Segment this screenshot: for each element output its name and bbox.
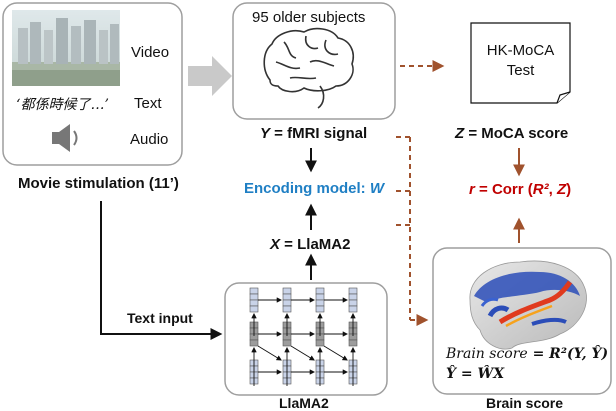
token-cell bbox=[348, 287, 358, 295]
correlation-label: r = Corr (R², Z) bbox=[469, 181, 572, 198]
token-cell bbox=[282, 293, 292, 301]
token-cell bbox=[249, 305, 259, 313]
moca-box-line1: HK-MoCA bbox=[486, 42, 555, 59]
arrow-text-input bbox=[100, 201, 223, 340]
token-cell bbox=[315, 287, 325, 295]
token-cell bbox=[282, 299, 292, 307]
video-label: Video bbox=[131, 44, 170, 61]
text-input-label: Text input bbox=[127, 310, 193, 326]
document-icon bbox=[470, 22, 571, 104]
token-grid bbox=[249, 287, 358, 386]
subtitle-sample: ‘都係時候了…’ bbox=[16, 97, 109, 113]
moca-box-line2: Test bbox=[506, 62, 535, 79]
brain-score-caption: Brain score bbox=[486, 395, 564, 411]
text-label: Text bbox=[134, 95, 162, 112]
token-connection bbox=[323, 345, 348, 361]
llama-box bbox=[224, 282, 388, 396]
bracket-to-brain-score bbox=[396, 136, 429, 326]
token-cell bbox=[315, 305, 325, 313]
llama-caption: LlaMA2 bbox=[279, 395, 329, 411]
token-cell bbox=[315, 299, 325, 307]
token-cell bbox=[315, 293, 325, 301]
moca-score-label: Z = MoCA score bbox=[455, 125, 569, 142]
token-cell bbox=[348, 339, 358, 347]
llama-features-label: X = LlaMA2 bbox=[270, 236, 351, 253]
token-cell bbox=[348, 299, 358, 307]
token-cell bbox=[282, 287, 292, 295]
token-connection bbox=[290, 345, 315, 361]
audio-label: Audio bbox=[130, 131, 169, 148]
y-hat-formula: Ŷ = ŴX bbox=[446, 366, 505, 382]
token-cell bbox=[348, 305, 358, 313]
brain-outline-icon bbox=[263, 27, 354, 109]
movie-caption: Movie stimulation (11’) bbox=[18, 175, 179, 192]
token-cell bbox=[249, 339, 259, 347]
token-cell bbox=[249, 287, 259, 295]
encoding-model-label: Encoding model: W bbox=[244, 180, 385, 197]
stimulus-arrow bbox=[188, 56, 232, 96]
token-cell bbox=[282, 305, 292, 313]
subjects-title: 95 older subjects bbox=[252, 9, 366, 26]
brain-surface-icon bbox=[469, 260, 587, 350]
token-connection bbox=[257, 345, 282, 361]
city-video-frame bbox=[12, 10, 120, 86]
fmri-label: Y = fMRI signal bbox=[260, 125, 368, 142]
token-cell bbox=[348, 293, 358, 301]
token-cell bbox=[249, 293, 259, 301]
token-cell bbox=[282, 339, 292, 347]
brain-score-formula: Brain score = R²(Y, Ŷ) bbox=[446, 346, 609, 362]
speaker-icon bbox=[52, 124, 78, 152]
token-cell bbox=[249, 299, 259, 307]
token-cell bbox=[315, 339, 325, 347]
